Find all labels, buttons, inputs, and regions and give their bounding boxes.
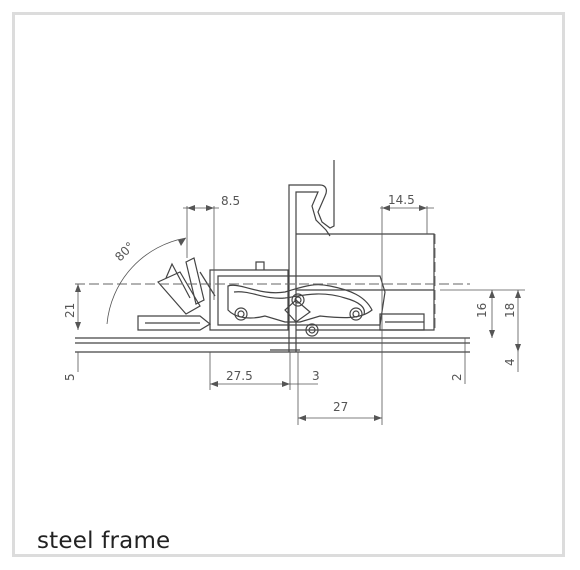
- dim-27: 27: [333, 400, 348, 414]
- pivot-lower: [305, 323, 319, 337]
- figure-caption: steel frame: [37, 528, 171, 554]
- dim-18: 18: [503, 303, 517, 318]
- dim-14-5: 14.5: [388, 193, 415, 207]
- right-mount-plate: [379, 313, 425, 331]
- dim-4: 4: [503, 358, 517, 366]
- door-leaf: [296, 233, 435, 331]
- dim-5: 5: [63, 373, 77, 381]
- dim-3: 3: [312, 369, 320, 383]
- dim-21: 21: [63, 303, 77, 318]
- angle-label: 80°: [112, 239, 137, 264]
- left-mount-plate: [137, 315, 212, 331]
- frame-profile-inner: [295, 191, 331, 352]
- dim-16: 16: [475, 303, 489, 318]
- open-leaf: [157, 271, 201, 315]
- pivot-left: [234, 307, 248, 321]
- frame-profile: [288, 160, 335, 352]
- dim-8-5: 8.5: [221, 194, 240, 208]
- pivot-right: [349, 307, 363, 321]
- angle-arc: [106, 237, 187, 325]
- dim-2: 2: [450, 373, 464, 381]
- pivot-center: [291, 293, 305, 307]
- hinge-body: [209, 269, 289, 331]
- dim-27-5: 27.5: [226, 369, 253, 383]
